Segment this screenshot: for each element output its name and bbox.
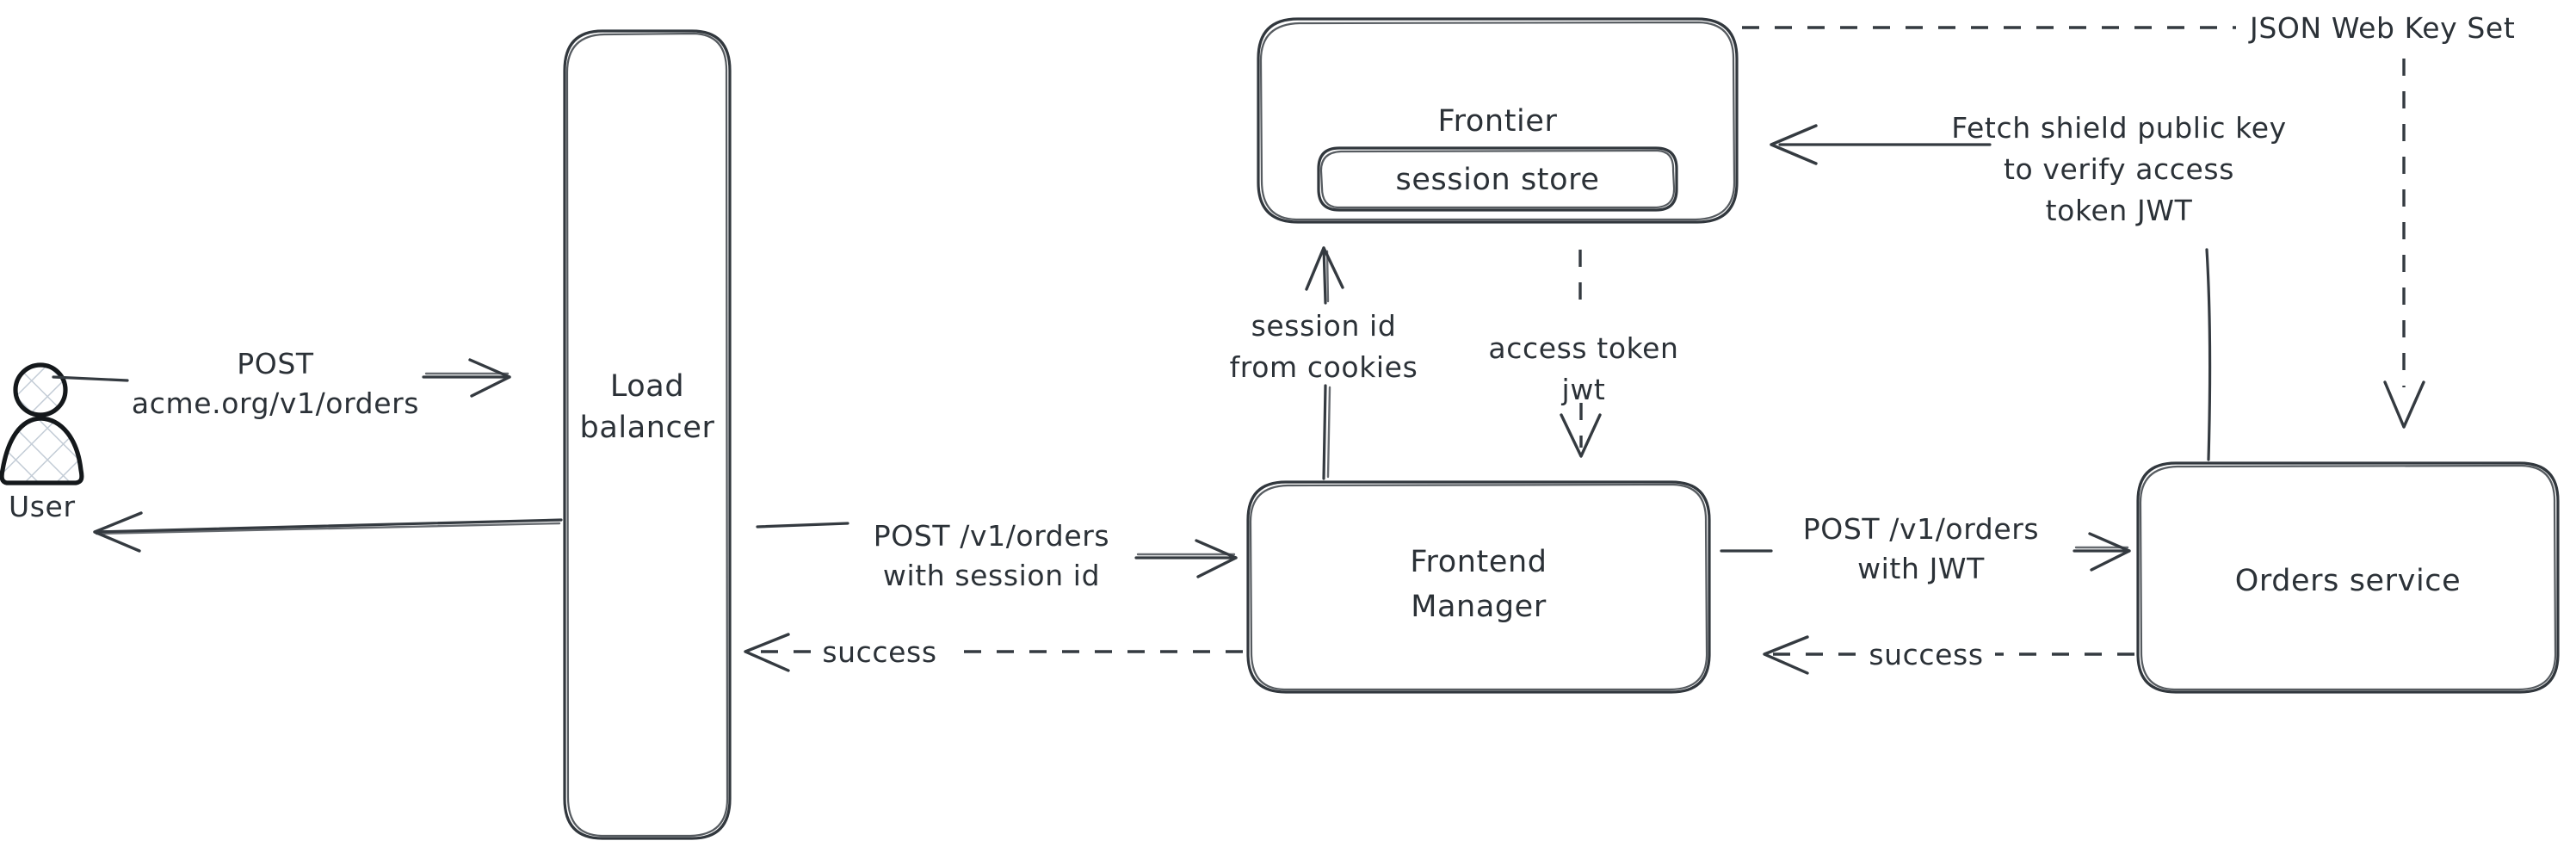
edge-load-balancer-to-user [93,511,563,553]
edge-label-fm-to-lb-success: success [822,635,936,669]
frontier-label: Frontier [1438,104,1558,139]
edge-frontier-to-orders-service [1742,26,2425,429]
orders-service-label: Orders service [2235,564,2462,598]
frontend-manager-label-line2: Manager [1411,590,1547,624]
session-store-node[interactable] [1317,146,1678,212]
edge-label-orders-to-frontier-line2: to verify access [2004,152,2234,186]
edge-label-user-to-lb-line1: POST [237,347,314,380]
edge-label-orders-to-frontier-line1: Fetch shield public key [1951,111,2287,145]
edge-load-balancer-to-frontend-manager [756,522,1238,578]
load-balancer-label-line1: Load [610,369,684,404]
edge-label-fm-to-orders-line2: with JWT [1857,552,1985,585]
edge-label-fm-to-frontier-line2: from cookies [1230,350,1418,384]
edge-label-orders-to-frontier-line3: token JWT [2046,194,2193,227]
edge-label-frontier-to-fm-line2: jwt [1561,373,1606,406]
frontend-manager-node[interactable] [1246,480,1711,694]
edge-label-frontier-to-orders-jwks: JSON Web Key Set [2248,11,2515,45]
edge-label-frontier-to-fm-line1: access token [1488,331,1678,365]
orders-service-node[interactable] [2136,461,2560,694]
edge-label-user-to-lb-line2: acme.org/v1/orders [132,386,419,420]
user-actor-icon [0,362,84,485]
edge-label-lb-to-fm-line1: POST /v1/orders [874,519,1109,553]
edge-label-lb-to-fm-line2: with session id [883,559,1100,592]
edge-orders-service-to-frontend-manager [1763,635,2134,675]
edge-orders-service-to-frontier [1770,124,2212,461]
edge-label-orders-to-fm-success: success [1869,638,1983,671]
edge-user-to-load-balancer [52,358,511,398]
load-balancer-node[interactable] [563,29,732,840]
edge-label-fm-to-orders-line1: POST /v1/orders [1803,512,2039,546]
edge-label-fm-to-frontier-line1: session id [1251,309,1397,343]
edge-frontend-manager-to-orders-service [1720,532,2131,572]
frontend-manager-label-line1: Frontend [1410,545,1547,579]
edge-frontend-manager-to-load-balancer [744,633,1243,672]
edge-frontend-manager-to-frontier [1305,246,1344,480]
load-balancer-label-line2: balancer [580,411,715,445]
session-store-label: session store [1395,163,1599,197]
user-label: User [9,490,76,523]
edge-frontier-to-frontend-manager [1560,250,1602,458]
